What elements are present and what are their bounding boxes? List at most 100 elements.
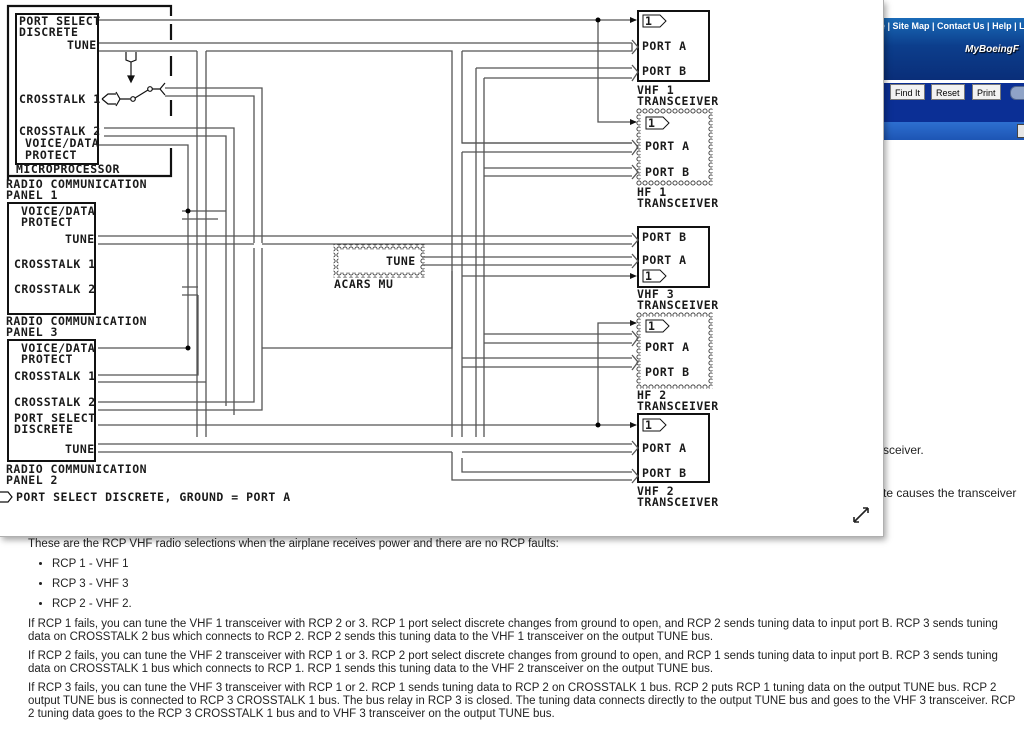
bus-relay-switch-icon — [101, 52, 166, 107]
rcp1-crosstalk2-label: CROSSTALK 2 — [19, 124, 101, 138]
header-links[interactable]: e | Site Map | Contact Us | Help | L — [880, 21, 1024, 31]
vhf2-port-a: PORT A — [642, 441, 687, 455]
diagram-legend: PORT SELECT DISCRETE, GROUND = PORT A — [16, 490, 291, 504]
vhf1-port-b: PORT B — [642, 64, 687, 78]
rcp1-voice-data-label: VOICE/DATA — [25, 136, 99, 150]
rcp3-title: RADIO COMMUNICATION — [6, 314, 147, 328]
list-item: RCP 3 - VHF 3 — [52, 578, 1018, 591]
rcp2-crosstalk2-label: CROSSTALK 2 — [14, 395, 96, 409]
expand-diagram-button[interactable] — [850, 504, 872, 526]
article-body: These are the RCP VHF radio selections w… — [28, 538, 1018, 727]
rcp2-title: RADIO COMMUNICATION — [6, 462, 147, 476]
svg-text:VHF 2: VHF 2 — [637, 484, 674, 498]
rcp3-box — [7, 202, 96, 315]
svg-text:HF 1: HF 1 — [637, 185, 667, 199]
svg-text:1: 1 — [648, 319, 655, 333]
search-toolbar: Find It Reset Print — [880, 83, 1024, 122]
vhf3-transceiver: PORT B PORT A 1 VHF 3 TRANSCEIVER — [637, 226, 719, 312]
hf1-port-b: PORT B — [645, 165, 690, 179]
junction-dot — [185, 208, 191, 214]
rcp2-crosstalk1-label: CROSSTALK 1 — [14, 369, 96, 383]
svg-text:TRANSCEIVER: TRANSCEIVER — [637, 298, 719, 312]
svg-text:VHF 1: VHF 1 — [637, 83, 674, 97]
printer-icon[interactable] — [1017, 124, 1024, 138]
list-item: RCP 2 - VHF 2. — [52, 598, 1018, 611]
rcp3-crosstalk2-label: CROSSTALK 2 — [14, 282, 96, 296]
intro-paragraph: These are the RCP VHF radio selections w… — [28, 538, 559, 550]
rcp1-tune-label: TUNE — [67, 38, 97, 52]
rcp1-title: RADIO COMMUNICATION — [6, 177, 147, 191]
rcp3-tune-label: TUNE — [65, 232, 95, 246]
svg-text:HF 2: HF 2 — [637, 388, 667, 402]
rcp2-voice-data-label: VOICE/DATA — [21, 341, 95, 355]
rcp3-panel-label: PANEL 3 — [6, 325, 58, 339]
vhf2-transceiver: 1 PORT A PORT B VHF 2 TRANSCEIVER — [637, 413, 718, 509]
svg-text:1: 1 — [645, 14, 652, 28]
rcp1-microprocessor-box — [15, 13, 99, 165]
svg-text:TRANSCEIVER: TRANSCEIVER — [637, 399, 719, 413]
acars-mu-label: ACARS MU — [334, 277, 393, 291]
hf2-port-b: PORT B — [645, 365, 690, 379]
hf2-port-a: PORT A — [645, 340, 690, 354]
vhf1-transceiver: 1 PORT A PORT B VHF 1 TRANSCEIVER — [637, 10, 719, 108]
diagram-viewer: PORT SELECT DISCRETE TUNE CROSSTALK 1 CR… — [0, 0, 884, 537]
hf1-port-a: PORT A — [645, 139, 690, 153]
bus-arrow-heads — [631, 39, 639, 484]
rcp1-protect-label: PROTECT — [25, 148, 77, 162]
link-icon[interactable] — [1010, 86, 1024, 100]
junction-dots — [185, 17, 601, 428]
discrete-flag-icon — [0, 491, 13, 503]
vhf2-port-b: PORT B — [642, 466, 687, 480]
selection-list: RCP 1 - VHF 1 RCP 3 - VHF 3 RCP 2 - VHF … — [28, 558, 1018, 611]
acars-tune-label: TUNE — [386, 254, 416, 268]
rcp1-port-select-label: PORT SELECT — [19, 14, 101, 28]
input-arrows — [630, 17, 637, 428]
rcp3-failure-paragraph: If RCP 3 fails, you can tune the VHF 3 t… — [28, 682, 1016, 720]
svg-text:TRANSCEIVER: TRANSCEIVER — [637, 94, 719, 108]
find-it-button[interactable]: Find It — [890, 84, 926, 100]
brand-logo: MyBoeingF — [965, 44, 1019, 55]
hf2-transceiver: 1 PORT A PORT B HF 2 TRANSCEIVER — [635, 311, 719, 413]
background-text-snippet: te causes the transceiver — [883, 486, 1017, 500]
background-top-strip — [880, 0, 1024, 19]
acars-mu-box — [333, 244, 425, 278]
rcp1-discrete-label: DISCRETE — [19, 25, 78, 39]
reset-button[interactable]: Reset — [931, 84, 965, 100]
vhf3-port-b: PORT B — [642, 230, 687, 244]
background-page-header: e | Site Map | Contact Us | Help | L MyB… — [880, 0, 1024, 140]
svg-text:1: 1 — [648, 116, 655, 130]
rcp2-port-select-label: PORT SELECT — [14, 411, 96, 425]
vhf3-port-a: PORT A — [642, 253, 687, 267]
svg-text:1: 1 — [645, 418, 652, 432]
rcp3-voice-data-label: VOICE/DATA — [21, 204, 95, 218]
background-text-snippet: sceiver. — [883, 443, 924, 457]
svg-text:VHF 3: VHF 3 — [637, 287, 674, 301]
rcp1-panel-label: PANEL 1 — [6, 188, 58, 202]
junction-dot — [185, 345, 191, 351]
rcp2-tune-label: TUNE — [65, 442, 95, 456]
radio-tuning-diagram: PORT SELECT DISCRETE TUNE CROSSTALK 1 CR… — [0, 4, 719, 509]
rcp2-panel-label: PANEL 2 — [6, 473, 58, 487]
svg-text:TRANSCEIVER: TRANSCEIVER — [637, 196, 719, 210]
rcp1-failure-paragraph: If RCP 1 fails, you can tune the VHF 1 t… — [28, 618, 998, 643]
bus-wiring — [6, 4, 636, 481]
discrete-input-tag — [642, 14, 667, 28]
rcp3-crosstalk1-label: CROSSTALK 1 — [14, 257, 96, 271]
rcp2-discrete-label: DISCRETE — [14, 422, 73, 436]
microprocessor-label: MICROPROCESSOR — [16, 162, 120, 176]
rcp2-box — [7, 339, 96, 462]
rcp1-crosstalk1-label: CROSSTALK 1 — [19, 92, 101, 106]
banner-divider — [880, 80, 1024, 83]
background-banner — [880, 18, 1024, 80]
junction-dot — [595, 422, 601, 428]
sub-toolbar — [880, 122, 1024, 140]
rcp2-protect-label: PROTECT — [21, 352, 73, 366]
list-item: RCP 1 - VHF 1 — [52, 558, 1018, 571]
junction-dot — [595, 17, 601, 23]
vhf1-port-a: PORT A — [642, 39, 687, 53]
hf1-transceiver: 1 PORT A PORT B HF 1 TRANSCEIVER — [635, 108, 719, 210]
expand-arrows-icon — [853, 507, 869, 523]
rcp2-failure-paragraph: If RCP 2 fails, you can tune the VHF 2 t… — [28, 650, 998, 675]
svg-text:1: 1 — [645, 269, 652, 283]
print-button[interactable]: Print — [972, 84, 1001, 100]
